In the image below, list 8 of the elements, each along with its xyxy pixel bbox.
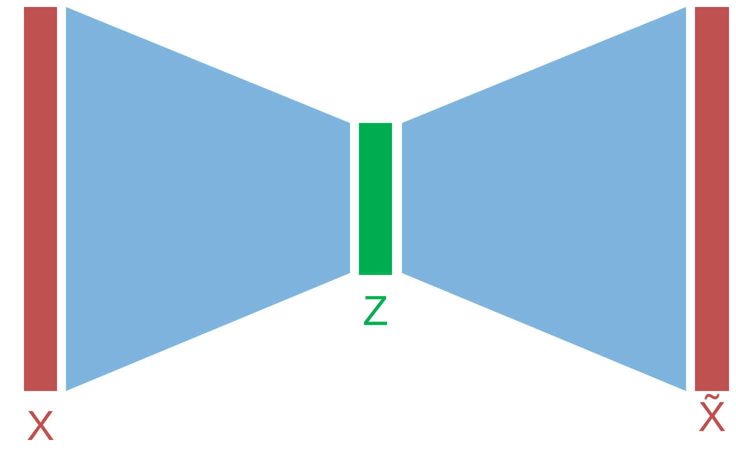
variable-label: Z bbox=[362, 290, 390, 332]
input-bar bbox=[24, 7, 57, 391]
encoder-trapezoid bbox=[66, 7, 350, 391]
variable-label: X̃ bbox=[696, 396, 727, 438]
variable-label: X bbox=[25, 405, 56, 447]
decoder-trapezoid bbox=[402, 7, 686, 391]
latent-bar bbox=[359, 123, 392, 275]
output-bar bbox=[695, 7, 729, 391]
